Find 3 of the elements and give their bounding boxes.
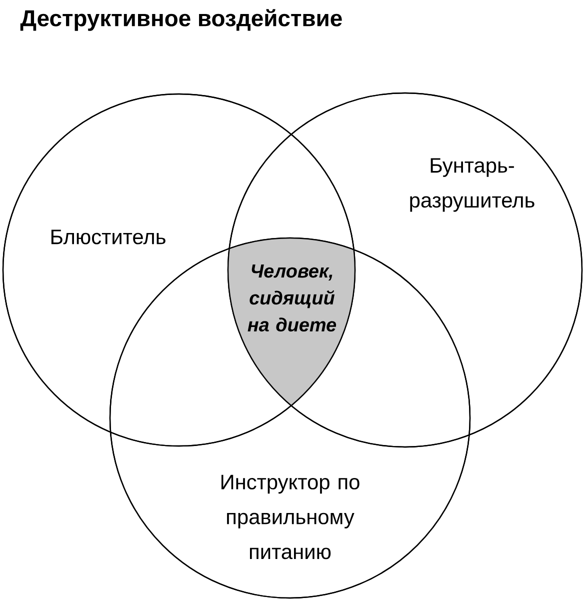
node-label: Бунтарь-разрушитель	[410, 158, 534, 212]
intersection-region: Человек, сидящий на диете	[248, 264, 336, 332]
title: Деструктивное воздействие	[20, 9, 342, 31]
